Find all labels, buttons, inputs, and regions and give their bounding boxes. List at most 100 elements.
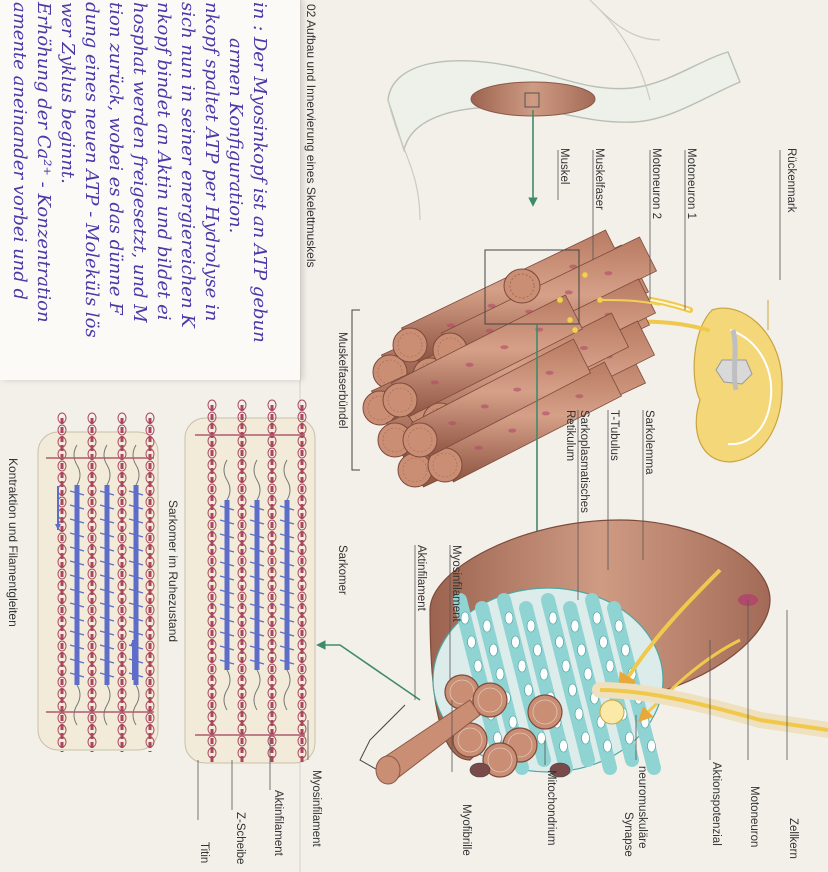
actin-bead xyxy=(207,699,217,711)
sr-pore xyxy=(493,731,502,745)
actin-bead xyxy=(237,567,247,579)
titin xyxy=(223,669,231,711)
myosin-head xyxy=(99,588,115,594)
label-t-tubulus: T-Tubulus xyxy=(608,410,620,461)
myosin-head xyxy=(99,658,115,664)
actin-bead xyxy=(267,579,277,591)
myosin-head xyxy=(69,532,85,538)
note-line: wer Zyklus beginnt. xyxy=(57,2,78,184)
myosin-head xyxy=(279,533,295,539)
myosin-head xyxy=(279,519,295,525)
actin-bead xyxy=(237,447,247,459)
actin-bead xyxy=(267,531,277,543)
actin-bead xyxy=(207,603,217,615)
actin-bead xyxy=(237,423,247,435)
actin-bead xyxy=(87,424,97,436)
myosin-head xyxy=(69,588,85,594)
sr-tube xyxy=(497,593,551,767)
actin-bead xyxy=(267,471,277,483)
sr-tube xyxy=(453,593,507,767)
actin-bead xyxy=(237,411,247,423)
actin-bead xyxy=(87,568,97,580)
titin xyxy=(132,444,140,486)
titin xyxy=(132,684,140,726)
sr-pore xyxy=(526,619,536,633)
actin-bead xyxy=(117,640,127,652)
note-line: sich nun in seiner energiereichen K xyxy=(177,2,198,328)
nerve-ending xyxy=(566,316,574,324)
label-retikulum-1: Sarkoplasmatisches xyxy=(578,410,590,513)
myosin-head xyxy=(219,561,235,567)
actin-bead xyxy=(297,483,307,495)
actin-bead xyxy=(117,460,127,472)
actin-bead xyxy=(57,640,67,652)
label-sarkolemma: Sarkolemma xyxy=(643,410,655,475)
actin-bead xyxy=(267,543,277,555)
actin-bead xyxy=(57,544,67,556)
actin-bead xyxy=(237,471,247,483)
actin-bead xyxy=(267,399,277,411)
myosin-head xyxy=(219,547,235,553)
sr-tube xyxy=(541,593,595,767)
actin-bead xyxy=(267,627,277,639)
myosin-head xyxy=(249,561,265,567)
actin-bead xyxy=(87,652,97,664)
label-myosinfilament-right: Myosinfilament xyxy=(310,770,322,847)
actin-bead xyxy=(267,495,277,507)
actin-bead xyxy=(237,735,247,747)
myosin-head xyxy=(219,505,235,511)
sr-pore xyxy=(495,667,505,681)
label-muskelfaserbuendel: Muskelfaserbündel xyxy=(336,332,348,429)
nerve-ending xyxy=(571,326,579,334)
actin-bead xyxy=(297,579,307,591)
label-titin: Titin xyxy=(198,842,210,864)
actin-bead xyxy=(117,424,127,436)
sr-pore xyxy=(482,619,492,633)
myosin-head xyxy=(69,518,85,524)
actin-bead xyxy=(267,615,277,627)
actin-bead xyxy=(87,436,97,448)
sr-pore xyxy=(614,619,624,633)
actin-bead xyxy=(117,604,127,616)
arm-bone-illustration xyxy=(387,0,741,221)
titin xyxy=(103,444,111,486)
actin-bead xyxy=(145,520,155,532)
actin-bead xyxy=(117,712,127,724)
myosin-head xyxy=(69,504,85,510)
actin-bead xyxy=(237,483,247,495)
sr-pore xyxy=(570,619,580,633)
actin-bead xyxy=(267,639,277,651)
actin-bead xyxy=(57,436,67,448)
actin-bead xyxy=(267,483,277,495)
actin-bead xyxy=(297,555,307,567)
actin-bead xyxy=(87,544,97,556)
actin-bead xyxy=(87,700,97,712)
actin-bead xyxy=(57,664,67,676)
actin-bead xyxy=(297,399,307,411)
actin-bead xyxy=(297,627,307,639)
actin-bead xyxy=(267,675,277,687)
actin-bead xyxy=(297,423,307,435)
actin-bead xyxy=(57,724,67,736)
myosin-head xyxy=(249,533,265,539)
actin-bead xyxy=(297,651,307,663)
actin-bead xyxy=(145,700,155,712)
myosin-head xyxy=(219,603,235,609)
actin-bead xyxy=(267,591,277,603)
actin-bead xyxy=(207,543,217,555)
actin-bead xyxy=(237,543,247,555)
actin-bead xyxy=(207,639,217,651)
sr-pore xyxy=(603,739,612,753)
myosin-head xyxy=(279,659,295,665)
actin-bead xyxy=(57,592,67,604)
myosin-head xyxy=(249,645,265,651)
actin-bead xyxy=(117,508,127,520)
actin-bead xyxy=(117,436,127,448)
actin-bead xyxy=(117,496,127,508)
myosin-head xyxy=(219,575,235,581)
actin-bead xyxy=(117,736,127,748)
figure-number: 02 xyxy=(304,4,318,18)
actin-bead xyxy=(145,496,155,508)
actin-bead xyxy=(145,556,155,568)
myosin-head xyxy=(128,532,144,538)
